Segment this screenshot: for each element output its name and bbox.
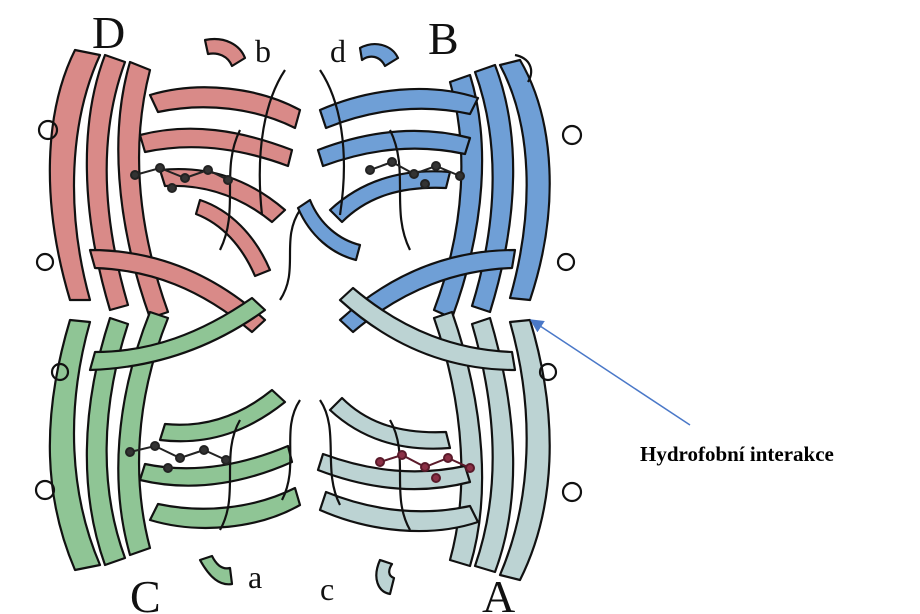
chain-end-label-a: a: [248, 559, 262, 595]
subunit-a: [318, 288, 581, 594]
chain-end-label-c: c: [320, 571, 334, 607]
chain-end-label-d: d: [330, 33, 346, 69]
subunit-label-b: B: [428, 13, 459, 64]
subunit-b: [298, 44, 581, 332]
subunit-label-c: C: [130, 571, 161, 614]
subunit-label-a: A: [482, 571, 515, 614]
annotation-arrow: [531, 320, 690, 425]
subunit-label-d: D: [92, 7, 125, 58]
hydrophobic-interaction-label: Hydrofobní interakce: [640, 442, 834, 467]
chain-end-label-b: b: [255, 33, 271, 69]
subunit-c: [36, 298, 300, 584]
